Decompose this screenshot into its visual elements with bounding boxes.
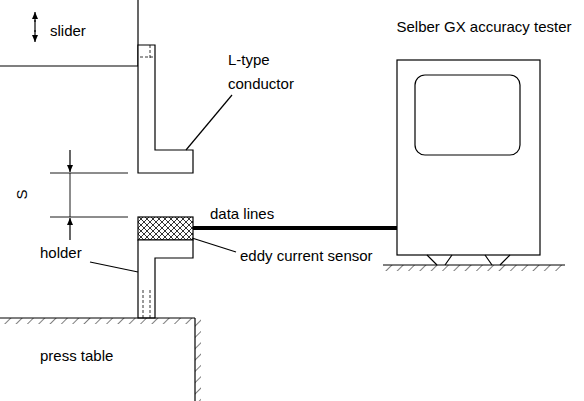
part-label: slider xyxy=(50,22,86,39)
part-label: S xyxy=(13,189,30,199)
part-label: holder xyxy=(40,244,82,261)
part-label: L-type conductor xyxy=(228,48,328,96)
tester-monitor: Selber GX accuracy tester xyxy=(386,18,582,276)
part-label: data lines xyxy=(210,205,274,222)
tester-label: Selber GX accuracy tester xyxy=(386,18,582,35)
part-label: press table xyxy=(40,347,113,364)
monitor-outline xyxy=(386,18,582,276)
part-label: eddy current sensor xyxy=(240,247,373,264)
